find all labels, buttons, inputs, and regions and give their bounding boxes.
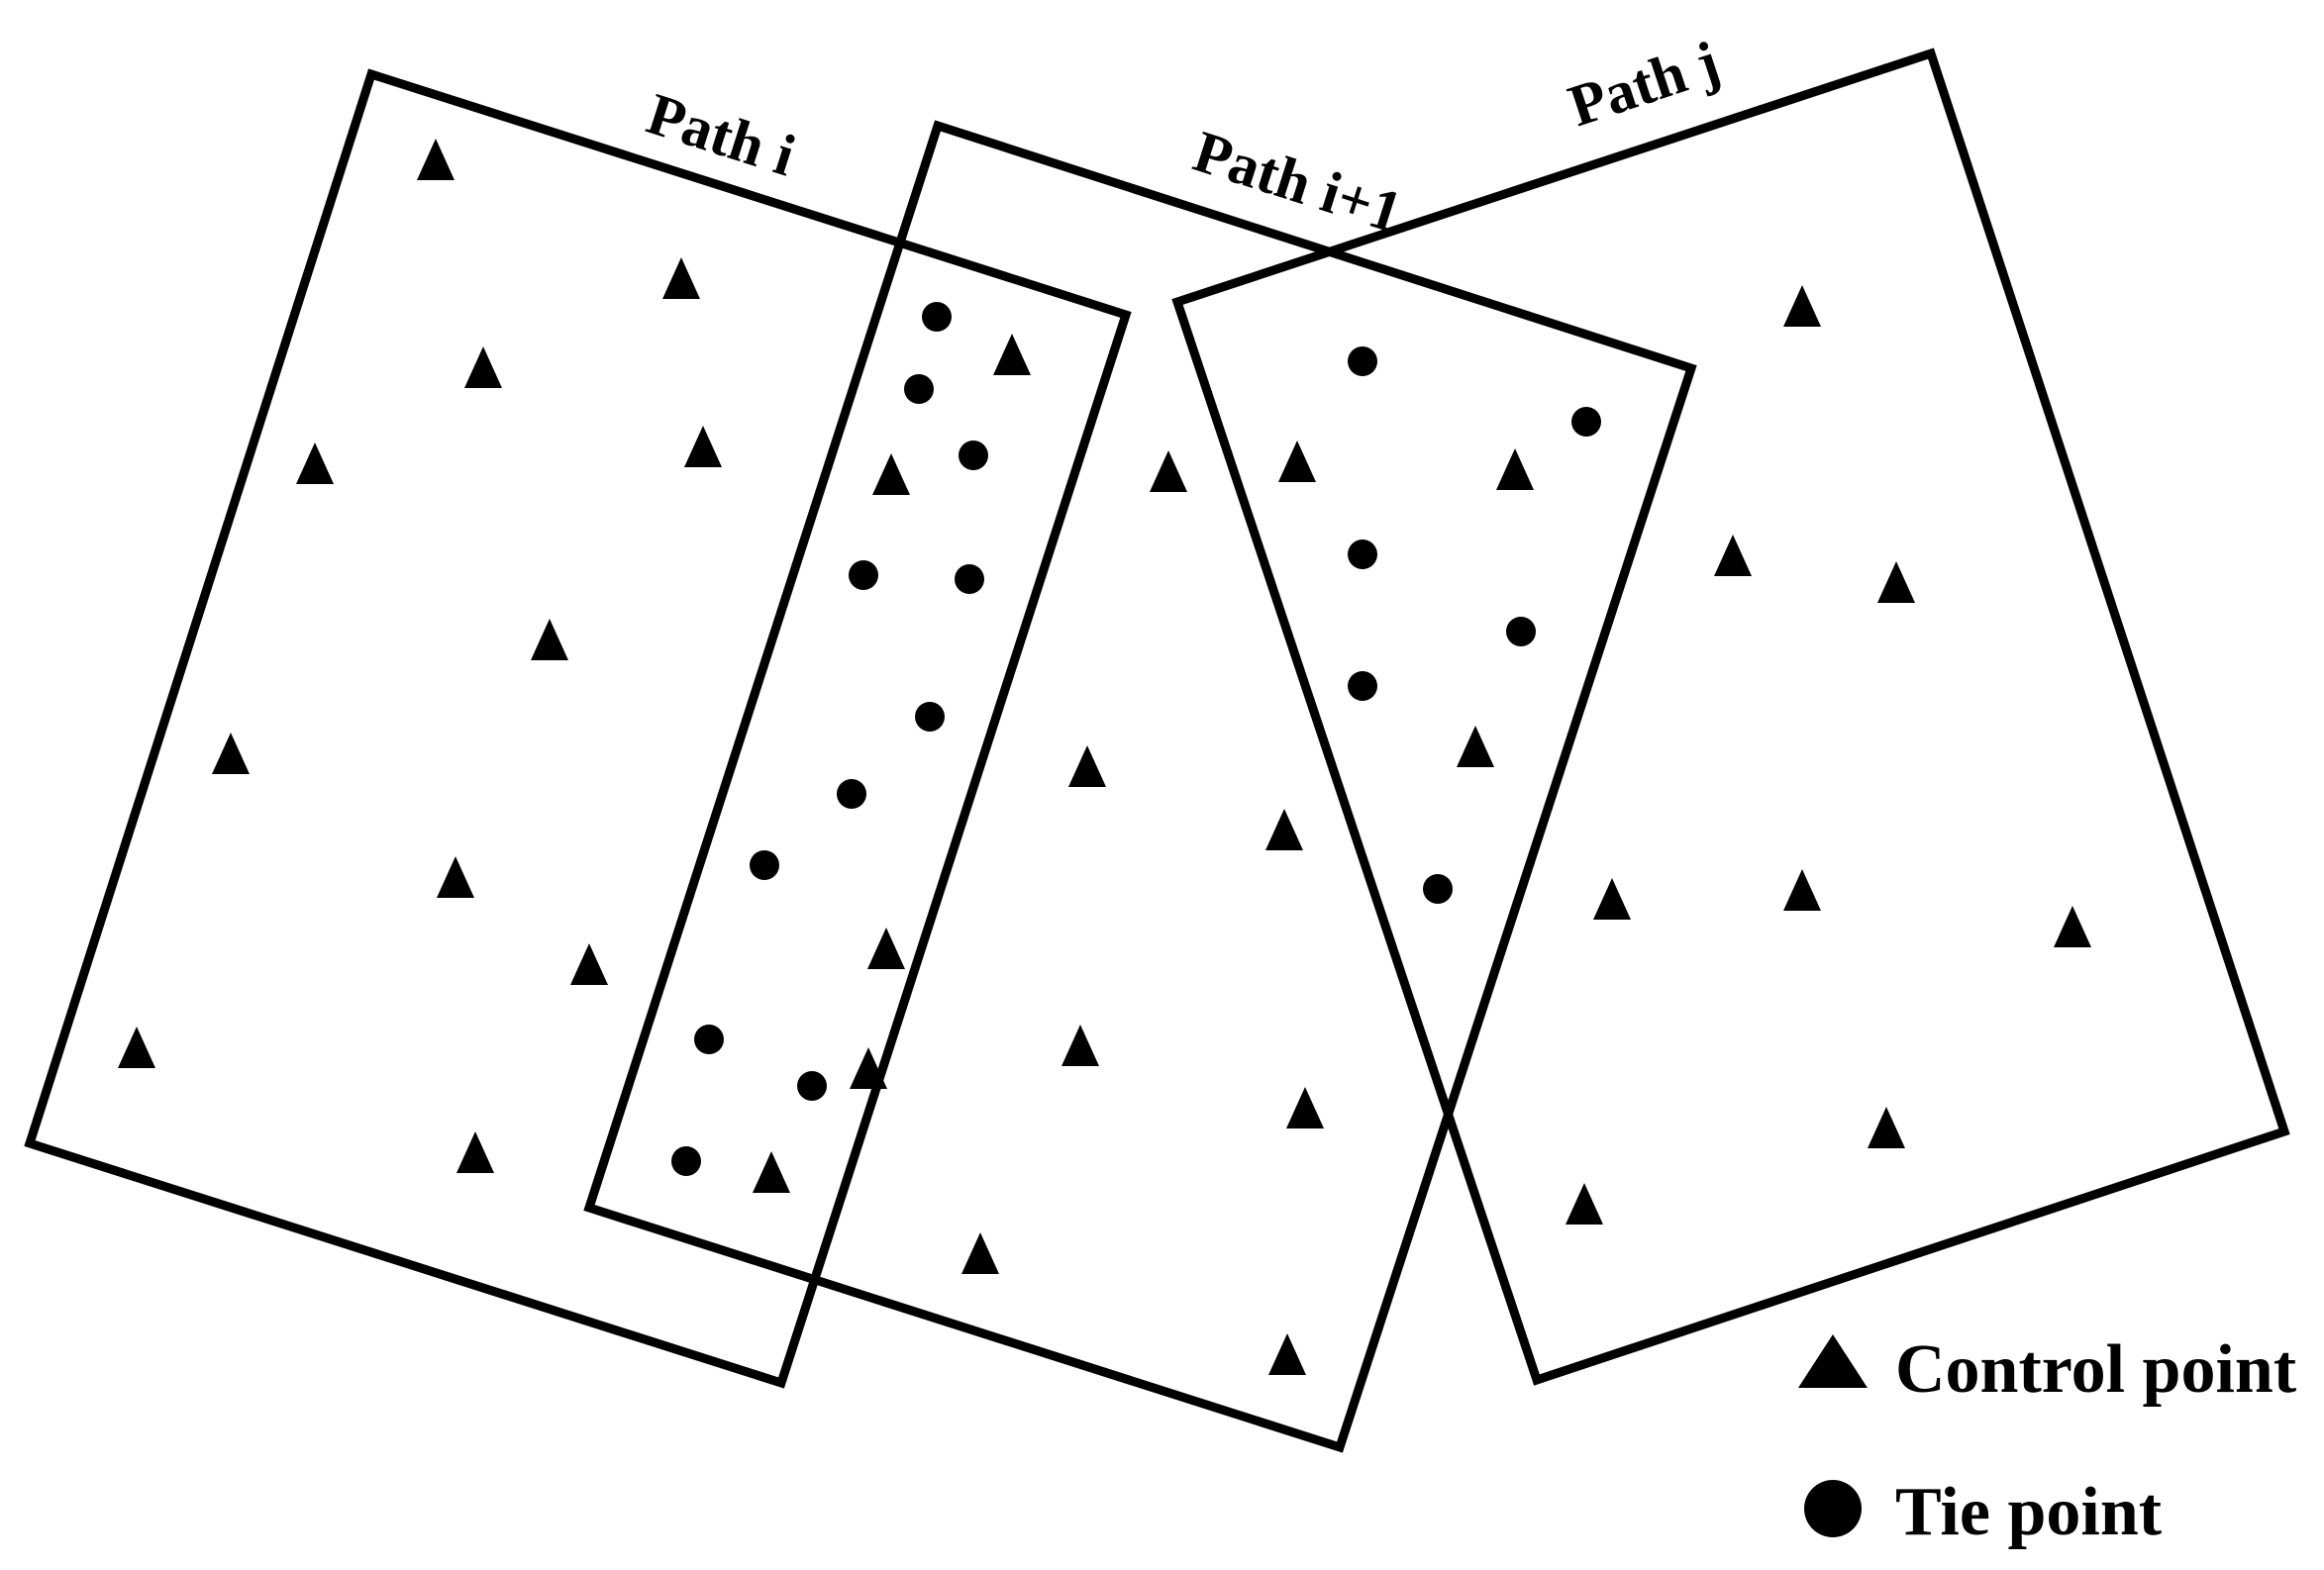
control-point-marker: [1783, 869, 1821, 911]
control-point-marker: [1593, 878, 1631, 920]
control-point-marker: [872, 453, 910, 495]
control-point-marker: [531, 619, 568, 660]
control-point-marker: [1278, 441, 1316, 482]
control-point-marker: [570, 943, 608, 985]
control-point-marker: [993, 334, 1031, 375]
control-points-group: [118, 139, 2091, 1375]
tie-point-marker: [837, 779, 866, 809]
tie-point-marker: [955, 564, 984, 594]
tie-point-marker: [797, 1071, 827, 1101]
tie-point-marker: [959, 441, 988, 470]
control-point-marker: [1068, 745, 1106, 787]
tie-point-marker: [915, 702, 945, 732]
strip-path-i-plus-1: [583, 120, 1697, 1453]
tie-point-marker: [1423, 874, 1453, 904]
control-point-marker: [1286, 1087, 1324, 1128]
tie-point-marker: [671, 1146, 701, 1176]
tie-point-marker: [750, 850, 779, 880]
control-point-marker: [753, 1151, 790, 1193]
control-point-marker: [1868, 1107, 1905, 1148]
control-point-marker: [1150, 450, 1187, 492]
control-point-marker: [417, 139, 455, 180]
control-point-marker: [437, 856, 474, 898]
control-point-marker: [1566, 1183, 1603, 1225]
tie-point-marker: [1348, 540, 1377, 569]
control-point-marker: [961, 1232, 999, 1274]
legend-control-point-label: Control point: [1895, 1331, 2296, 1408]
control-point-marker: [464, 346, 502, 388]
control-point-marker: [1061, 1025, 1099, 1066]
legend-control-point-icon: [1798, 1334, 1868, 1388]
control-point-marker: [456, 1131, 494, 1173]
strip-path-i: [24, 68, 1132, 1389]
control-point-marker: [212, 733, 250, 774]
label-path-j: Path j: [1561, 29, 1727, 139]
tie-point-marker: [1571, 407, 1601, 437]
tie-point-marker: [922, 302, 952, 332]
control-point-marker: [296, 442, 334, 484]
tie-point-marker: [904, 374, 934, 404]
strip-path-j: [1171, 48, 2290, 1386]
tie-point-marker: [849, 560, 878, 590]
tie-point-marker: [694, 1025, 724, 1054]
legend-tie-point-icon: [1804, 1480, 1862, 1537]
control-point-marker: [1877, 561, 1915, 603]
control-point-marker: [1783, 285, 1821, 327]
label-path-i-plus-1: Path i+1: [1186, 119, 1410, 246]
tie-point-marker: [1348, 346, 1377, 376]
label-path-i: Path i: [640, 81, 803, 189]
legend-tie-point-label: Tie point: [1895, 1474, 2162, 1550]
control-point-marker: [1496, 448, 1534, 490]
control-point-marker: [118, 1027, 155, 1068]
control-point-marker: [2054, 906, 2091, 947]
control-point-marker: [684, 426, 722, 467]
control-point-marker: [1714, 535, 1752, 576]
legend: Control point Tie point: [1798, 1331, 2296, 1550]
tie-points-group: [671, 302, 1601, 1176]
control-point-marker: [850, 1047, 887, 1089]
control-point-marker: [662, 257, 700, 299]
control-point-marker: [1265, 809, 1303, 850]
control-point-marker: [1457, 726, 1494, 767]
tie-point-marker: [1506, 617, 1536, 646]
control-point-marker: [1268, 1333, 1306, 1375]
control-point-marker: [867, 928, 905, 969]
tie-point-marker: [1348, 671, 1377, 701]
